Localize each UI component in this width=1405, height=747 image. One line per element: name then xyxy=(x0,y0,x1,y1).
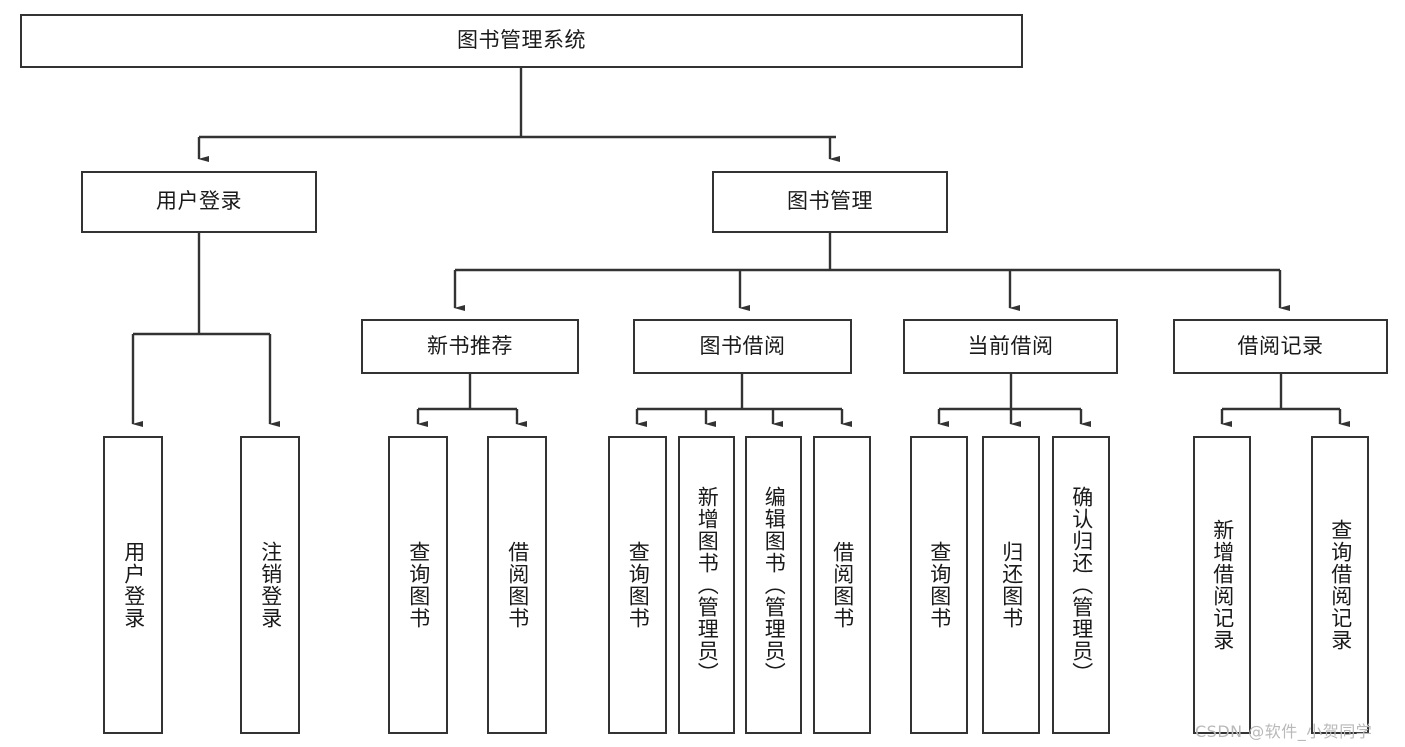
node-leaf-recommend-query[interactable]: 查询图书 xyxy=(388,436,448,734)
node-leaf-record-query-label: 查询借阅记录 xyxy=(1328,519,1353,651)
node-user-login[interactable]: 用户登录 xyxy=(81,171,317,233)
node-borrow-record-label: 借阅记录 xyxy=(1237,333,1324,358)
node-new-book-recommend-label: 新书推荐 xyxy=(427,333,513,358)
node-leaf-current-return[interactable]: 归还图书 xyxy=(982,436,1040,734)
node-leaf-user-logout[interactable]: 注销登录 xyxy=(240,436,300,734)
node-book-borrow[interactable]: 图书借阅 xyxy=(633,319,852,374)
node-leaf-borrow-add-label: 新增图书（管理员） xyxy=(695,486,720,684)
node-root-label: 图书管理系统 xyxy=(457,28,586,53)
node-user-login-label: 用户登录 xyxy=(156,189,242,214)
node-leaf-user-logout-label: 注销登录 xyxy=(258,541,283,629)
watermark-text: CSDN @软件_小贺同学 xyxy=(1195,722,1373,741)
node-leaf-recommend-borrow[interactable]: 借阅图书 xyxy=(487,436,547,734)
node-book-manage-label: 图书管理 xyxy=(787,189,873,214)
node-leaf-current-confirm-label: 确认归还（管理员） xyxy=(1069,486,1094,684)
node-book-borrow-label: 图书借阅 xyxy=(699,333,786,358)
node-current-borrow-label: 当前借阅 xyxy=(967,333,1054,358)
node-leaf-borrow-add[interactable]: 新增图书（管理员） xyxy=(678,436,735,734)
node-leaf-current-return-label: 归还图书 xyxy=(999,541,1024,629)
node-leaf-user-login[interactable]: 用户登录 xyxy=(103,436,163,734)
node-leaf-current-query-label: 查询图书 xyxy=(927,541,952,629)
node-leaf-recommend-query-label: 查询图书 xyxy=(406,541,431,629)
node-leaf-record-add[interactable]: 新增借阅记录 xyxy=(1193,436,1251,734)
node-leaf-record-query[interactable]: 查询借阅记录 xyxy=(1311,436,1369,734)
node-leaf-record-add-label: 新增借阅记录 xyxy=(1210,519,1235,651)
node-leaf-current-query[interactable]: 查询图书 xyxy=(910,436,968,734)
node-leaf-borrow-lend-label: 借阅图书 xyxy=(830,541,855,629)
node-leaf-user-login-label: 用户登录 xyxy=(121,541,146,629)
node-root[interactable]: 图书管理系统 xyxy=(20,14,1023,68)
node-leaf-borrow-edit-label: 编辑图书（管理员） xyxy=(762,486,787,684)
node-book-manage[interactable]: 图书管理 xyxy=(712,171,948,233)
node-leaf-borrow-query-label: 查询图书 xyxy=(626,541,651,629)
node-borrow-record[interactable]: 借阅记录 xyxy=(1173,319,1388,374)
node-leaf-borrow-lend[interactable]: 借阅图书 xyxy=(813,436,871,734)
node-current-borrow[interactable]: 当前借阅 xyxy=(903,319,1118,374)
node-leaf-recommend-borrow-label: 借阅图书 xyxy=(505,541,530,629)
node-leaf-borrow-edit[interactable]: 编辑图书（管理员） xyxy=(745,436,802,734)
node-leaf-borrow-query[interactable]: 查询图书 xyxy=(608,436,667,734)
node-leaf-current-confirm[interactable]: 确认归还（管理员） xyxy=(1052,436,1110,734)
node-new-book-recommend[interactable]: 新书推荐 xyxy=(361,319,579,374)
